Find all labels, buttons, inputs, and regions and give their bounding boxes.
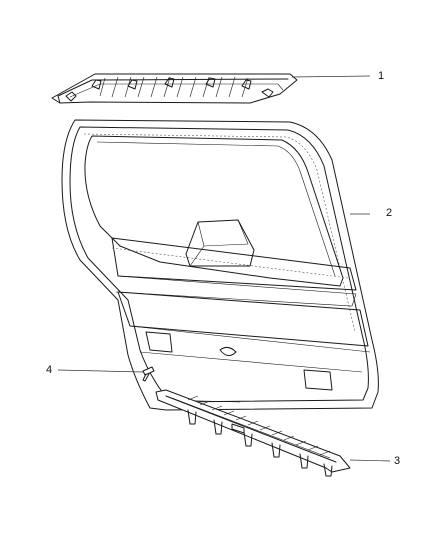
callout-number-4: 4 (46, 364, 53, 376)
part-2-liftgate-trim-panel (61, 119, 379, 411)
part-4-fastener (142, 366, 155, 382)
part-1-ribs (99, 76, 249, 98)
leader-line-4 (57, 369, 144, 373)
callout-number-3: 3 (394, 455, 401, 467)
callout-number-1: 1 (378, 70, 385, 82)
callout-number-2: 2 (386, 207, 393, 219)
part-1-clips (65, 77, 274, 102)
part-3-tab (231, 423, 245, 434)
part-1-upper-trim-panel (51, 73, 298, 104)
part-3-lower-scuff-plate (155, 389, 351, 477)
leader-line-3 (349, 459, 391, 462)
leader-line-1 (291, 75, 371, 78)
part-3-grip-ribs (187, 395, 331, 456)
part-3-clips (187, 409, 333, 477)
